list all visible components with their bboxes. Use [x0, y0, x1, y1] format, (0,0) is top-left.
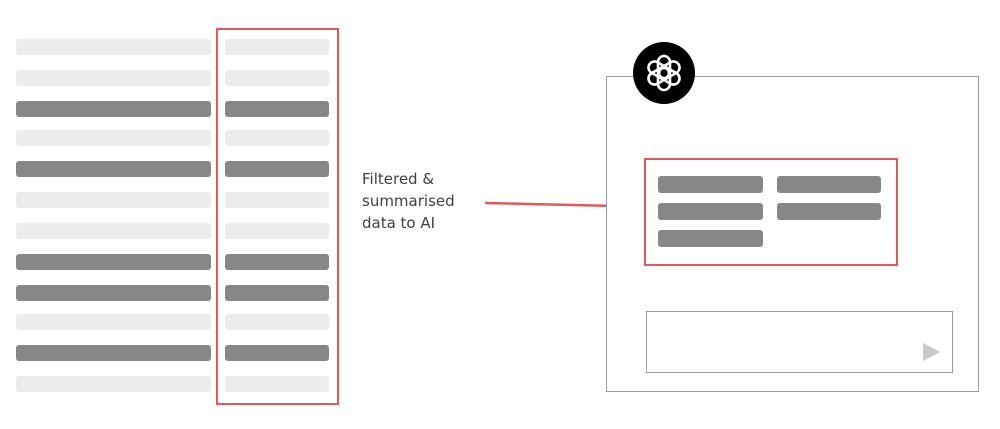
highlighted-column-cell [225, 376, 329, 392]
highlighted-column-cell [225, 101, 329, 117]
response-line [777, 176, 881, 193]
table-row-cell [16, 39, 211, 55]
openai-knot-icon [647, 54, 681, 92]
openai-logo-icon [633, 42, 695, 104]
highlighted-column-cell [225, 130, 329, 146]
table-row-cell [16, 130, 211, 146]
table-row-cell [16, 101, 211, 117]
response-line [658, 230, 763, 247]
highlighted-column-cell [225, 39, 329, 55]
table-row-cell [16, 223, 211, 239]
response-line [658, 176, 763, 193]
highlighted-column-cell [225, 223, 329, 239]
highlighted-column-cell [225, 345, 329, 361]
table-row-cell [16, 285, 211, 301]
response-line [777, 203, 881, 220]
highlighted-column-cell [225, 161, 329, 177]
response-line [658, 203, 763, 220]
highlighted-column-cell [225, 192, 329, 208]
table-row-cell [16, 70, 211, 86]
selected-column-highlight [216, 28, 339, 405]
table-row-cell [16, 376, 211, 392]
flow-caption: Filtered & summarised data to AI [362, 170, 455, 232]
table-row-cell [16, 314, 211, 330]
chat-input-field[interactable] [646, 311, 953, 373]
table-row-cell [16, 161, 211, 177]
table-row-cell [16, 254, 211, 270]
highlighted-column-cell [225, 314, 329, 330]
highlighted-column-cell [225, 285, 329, 301]
table-row-cell [16, 345, 211, 361]
send-triangle-icon[interactable] [923, 343, 940, 361]
highlighted-column-cell [225, 254, 329, 270]
table-row-cell [16, 192, 211, 208]
highlighted-column-cell [225, 70, 329, 86]
